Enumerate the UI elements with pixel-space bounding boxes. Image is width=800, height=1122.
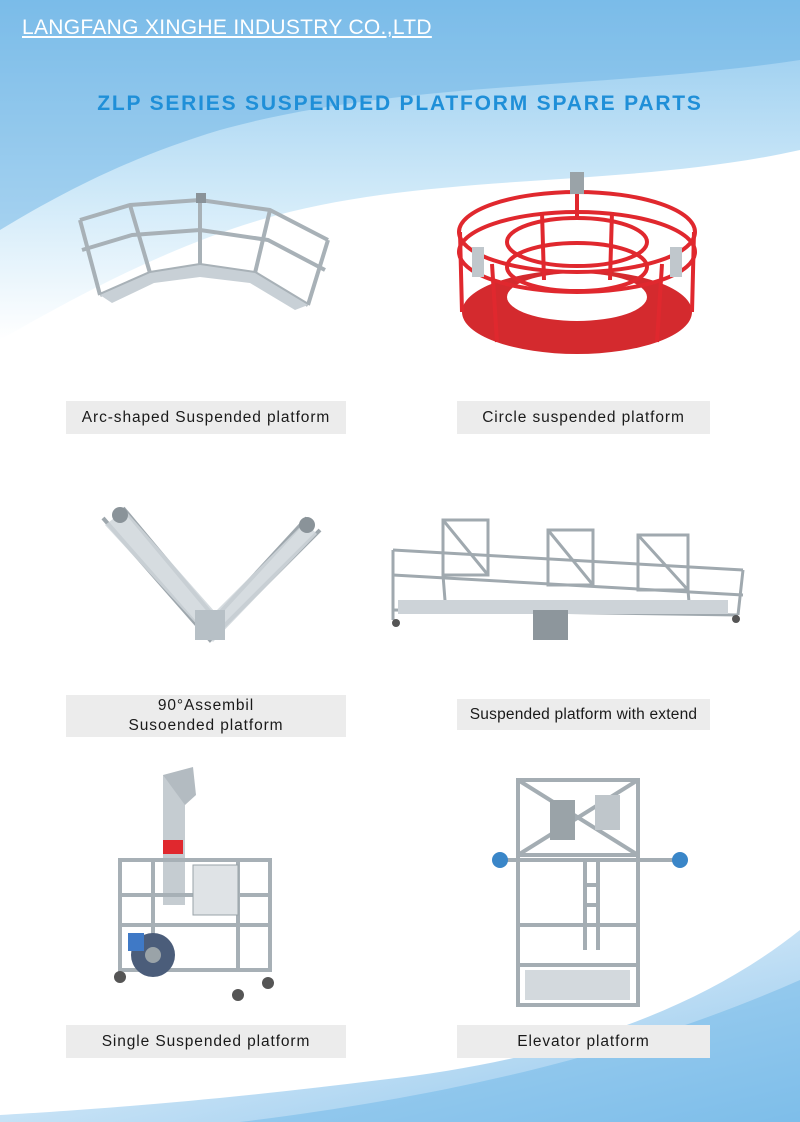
caption-text: Single Suspended platform <box>101 1032 311 1050</box>
circle-platform-photo <box>457 172 697 354</box>
arc-platform-photo <box>78 193 330 310</box>
caption-text: Elevator platform <box>517 1032 650 1050</box>
page-title: ZLP SERIES SUSPENDED PLATFORM SPARE PART… <box>97 92 703 115</box>
single-platform-photo <box>114 767 274 1001</box>
caption-extended-platform: Suspended platform with extend <box>457 699 710 730</box>
caption-elevator-platform: Elevator platform <box>457 1025 710 1058</box>
caption-single-platform: Single Suspended platform <box>66 1025 346 1058</box>
caption-text: Arc-shaped Suspended platform <box>81 408 331 426</box>
caption-v-platform: 90°Assembil Susoended platform <box>66 695 346 737</box>
caption-arc-platform: Arc-shaped Suspended platform <box>66 401 346 434</box>
extended-platform-photo <box>391 518 745 640</box>
company-name: LANGFANG XINGHE INDUSTRY CO.,LTD <box>22 16 432 39</box>
caption-text-line1: 90°Assembil <box>157 697 255 714</box>
caption-text: Circle suspended platform <box>482 408 685 426</box>
elevator-platform-photo <box>492 778 688 1007</box>
v-shaped-platform-photo <box>101 506 322 643</box>
caption-text: Suspended platform with extend <box>469 705 698 723</box>
caption-circle-platform: Circle suspended platform <box>457 401 710 434</box>
caption-text-line2: Susoended platform <box>128 717 284 734</box>
